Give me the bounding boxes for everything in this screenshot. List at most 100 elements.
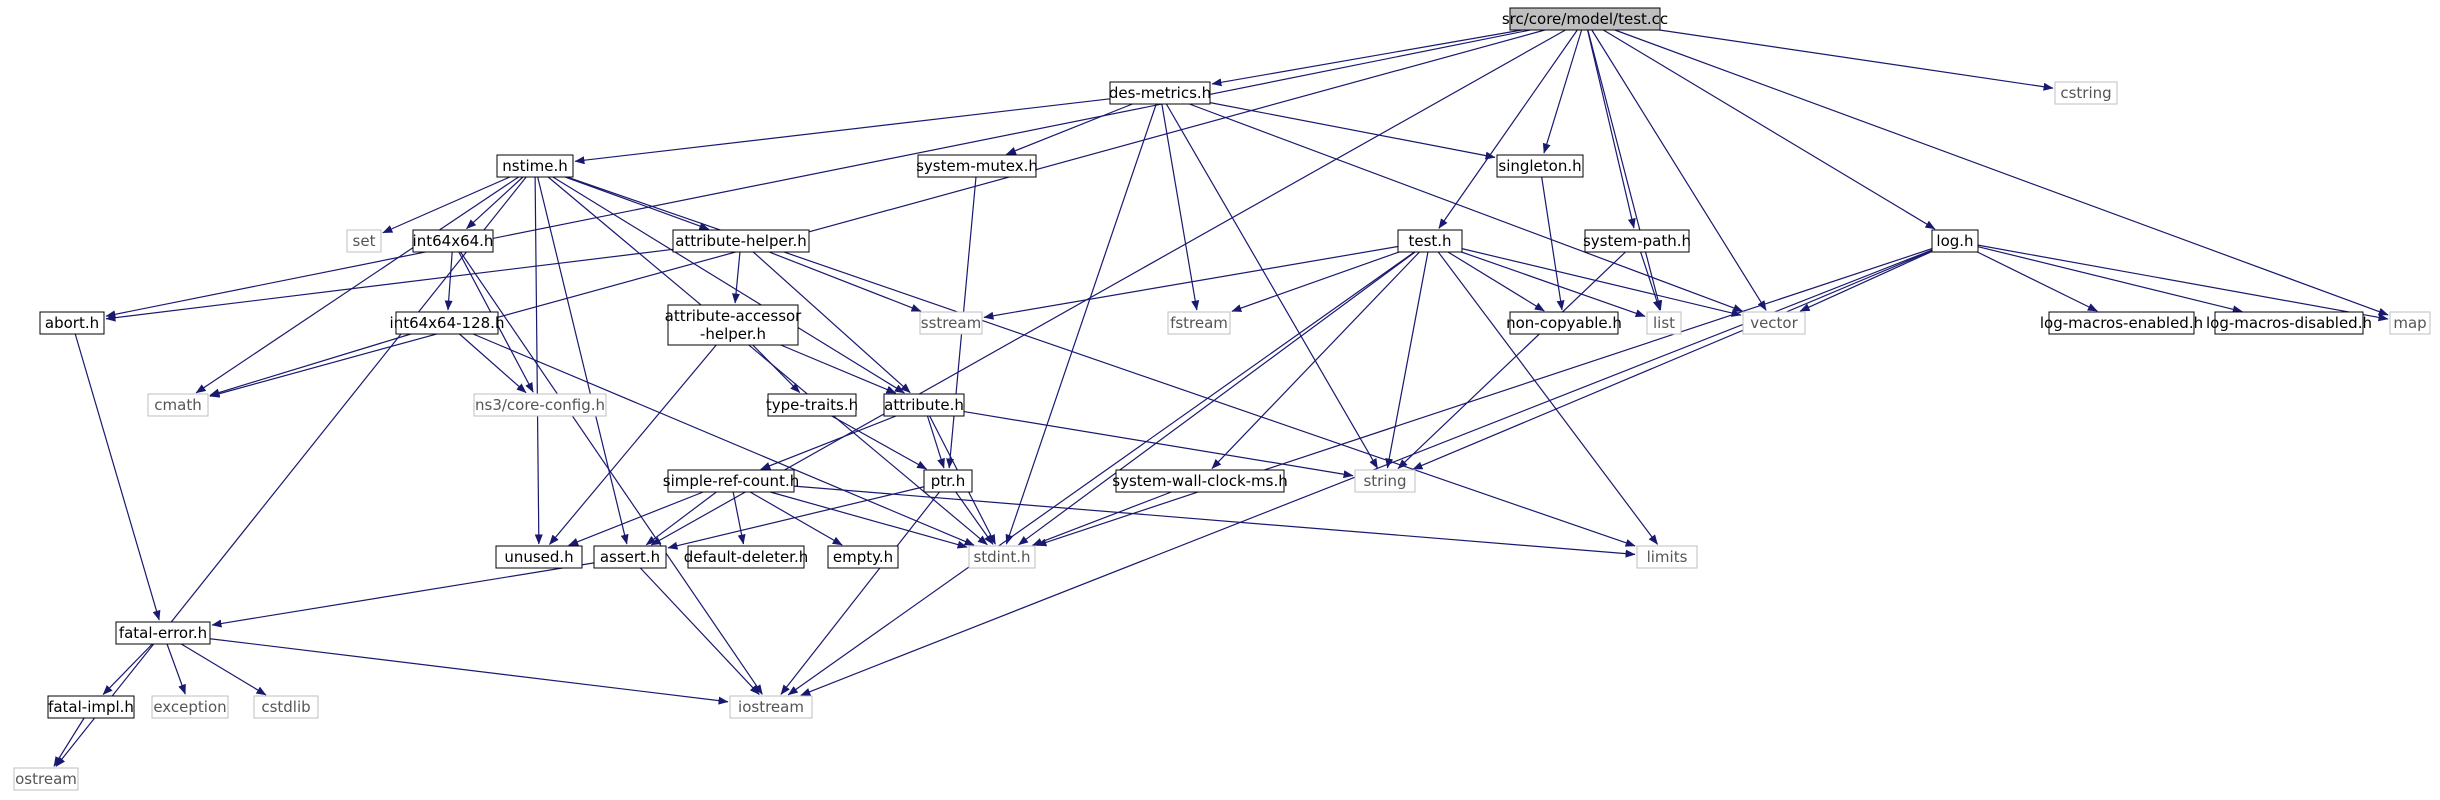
node-box	[151, 695, 229, 719]
node-system-mutex[interactable]: system-mutex.h	[916, 154, 1038, 178]
edge-log-to-log_macros_disabled	[1977, 246, 2243, 314]
node-ptr[interactable]: ptr.h	[923, 469, 973, 493]
edge-attribute_helper-to-attribute_accessor	[732, 251, 741, 304]
node-nstime[interactable]: nstime.h	[496, 154, 574, 178]
node-int64x64[interactable]: int64x64.h	[412, 229, 494, 253]
edge-des_metrics-to-stdint	[1005, 103, 1157, 545]
edge-test_h-to-vector	[1461, 248, 1742, 317]
node-system-wall-clock[interactable]: system-wall-clock-ms.h	[1112, 469, 1288, 493]
edge-attribute-to-simple_ref_count	[760, 415, 897, 470]
node-label: nstime.h	[502, 157, 568, 175]
node-label: assert.h	[600, 548, 660, 566]
edge-test_h-to-sstream	[983, 245, 1399, 320]
edge-ptr-to-stdint	[955, 491, 994, 545]
node-box	[253, 695, 319, 719]
edge-test_cc-to-map	[1614, 29, 2389, 316]
node-box	[923, 469, 973, 493]
node-ns3-core-config: ns3/core-config.h	[473, 393, 607, 417]
edge-attribute_helper-to-abort	[105, 248, 674, 322]
node-test-h[interactable]: test.h	[1397, 229, 1463, 253]
node-assert[interactable]: assert.h	[593, 545, 667, 569]
edge-test_cc-to-cstring	[1659, 29, 2054, 91]
node-box	[1109, 81, 1211, 105]
edge-des_metrics-to-singleton	[1209, 102, 1496, 160]
edge-test_cc-to-list	[1587, 29, 1663, 311]
edge-test_h-to-string	[1385, 251, 1429, 469]
edge-test_cc-to-singleton	[1542, 29, 1583, 154]
node-label: vector	[1750, 314, 1798, 332]
node-attribute-accessor[interactable]: attribute-accessor-helper.h	[665, 304, 803, 346]
node-box	[473, 393, 607, 417]
node-label: limits	[1647, 548, 1688, 566]
node-default-deleter[interactable]: default-deleter.h	[684, 545, 809, 569]
node-label: string	[1363, 472, 1406, 490]
node-label: cstdlib	[261, 698, 310, 716]
edge-system_wall_clock-to-stdint	[1032, 491, 1172, 546]
node-map: map	[2389, 311, 2431, 335]
node-box	[667, 304, 799, 346]
edge-simple_ref_count-to-empty	[749, 491, 843, 546]
node-unused[interactable]: unused.h	[495, 545, 583, 569]
node-label: non-copyable.h	[1506, 314, 1622, 332]
edge-des_metrics-to-system_mutex	[1005, 103, 1133, 155]
node-log-macros-disabled[interactable]: log-macros-disabled.h	[2206, 311, 2372, 335]
node-int64x64-128[interactable]: int64x64-128.h	[390, 311, 505, 335]
edge-test_cc-to-abort	[105, 29, 1531, 319]
node-system-path[interactable]: system-path.h	[1583, 229, 1691, 253]
edge-assert-to-iostream	[639, 567, 760, 695]
node-attribute-helper[interactable]: attribute-helper.h	[672, 229, 810, 253]
node-label: attribute-helper.h	[675, 232, 807, 250]
node-label: system-wall-clock-ms.h	[1112, 472, 1288, 490]
node-box	[13, 767, 79, 791]
edge-attribute_helper-to-sstream	[768, 251, 922, 312]
node-box	[47, 695, 135, 719]
node-box	[667, 469, 795, 493]
node-label: cmath	[154, 396, 201, 414]
node-box	[687, 545, 805, 569]
node-fatal-impl[interactable]: fatal-impl.h	[47, 695, 135, 719]
edge-simple_ref_count-to-stdint	[770, 491, 968, 549]
edge-des_metrics-to-string	[1165, 103, 1379, 469]
node-attribute[interactable]: attribute.h	[883, 393, 965, 417]
edge-abort-to-fatal_error	[74, 333, 161, 621]
node-label: ns3/core-config.h	[475, 396, 605, 414]
edge-log-to-map	[1977, 244, 2389, 322]
node-label: list	[1653, 314, 1675, 332]
node-label: fatal-impl.h	[48, 698, 134, 716]
node-empty[interactable]: empty.h	[827, 545, 899, 569]
node-log[interactable]: log.h	[1931, 229, 1979, 253]
node-label: stdint.h	[973, 548, 1030, 566]
node-box	[496, 154, 574, 178]
node-fatal-error[interactable]: fatal-error.h	[115, 621, 211, 645]
node-abort[interactable]: abort.h	[39, 311, 105, 335]
node-label: type-traits.h	[766, 396, 858, 414]
node-box	[917, 154, 1037, 178]
edge-int64x64-to-iostream	[460, 251, 763, 695]
edge-nstime-to-attribute	[552, 176, 905, 394]
node-singleton[interactable]: singleton.h	[1496, 154, 1584, 178]
edge-log-to-string	[1412, 250, 1933, 470]
node-label: singleton.h	[1498, 157, 1581, 175]
node-exception: exception	[151, 695, 229, 719]
edge-des_metrics-to-nstime	[574, 98, 1111, 165]
node-des-metrics[interactable]: des-metrics.h	[1109, 81, 1211, 105]
edge-test_h-to-fstream	[1231, 251, 1400, 312]
node-label: log-macros-enabled.h	[2040, 314, 2203, 332]
node-non-copyable[interactable]: non-copyable.h	[1506, 311, 1622, 335]
edge-test_h-to-list	[1461, 251, 1646, 318]
node-label: des-metrics.h	[1109, 84, 1211, 102]
edge-nstime-to-ostream	[55, 176, 527, 767]
node-simple-ref-count[interactable]: simple-ref-count.h	[663, 469, 799, 493]
edge-int64x64_128-to-cmath	[209, 333, 412, 397]
node-type-traits[interactable]: type-traits.h	[766, 393, 858, 417]
node-set: set	[346, 229, 382, 253]
node-list: list	[1646, 311, 1682, 335]
edge-test_h-to-limits	[1437, 251, 1659, 545]
node-test-cc[interactable]: src/core/model/test.cc	[1502, 7, 1668, 31]
node-box	[495, 545, 583, 569]
edge-test_cc-to-des_metrics	[1211, 29, 1522, 87]
edge-layer	[53, 29, 2389, 767]
edge-des_metrics-to-vector	[1189, 103, 1744, 312]
node-label: log.h	[1936, 232, 1973, 250]
node-log-macros-enabled[interactable]: log-macros-enabled.h	[2040, 311, 2203, 335]
